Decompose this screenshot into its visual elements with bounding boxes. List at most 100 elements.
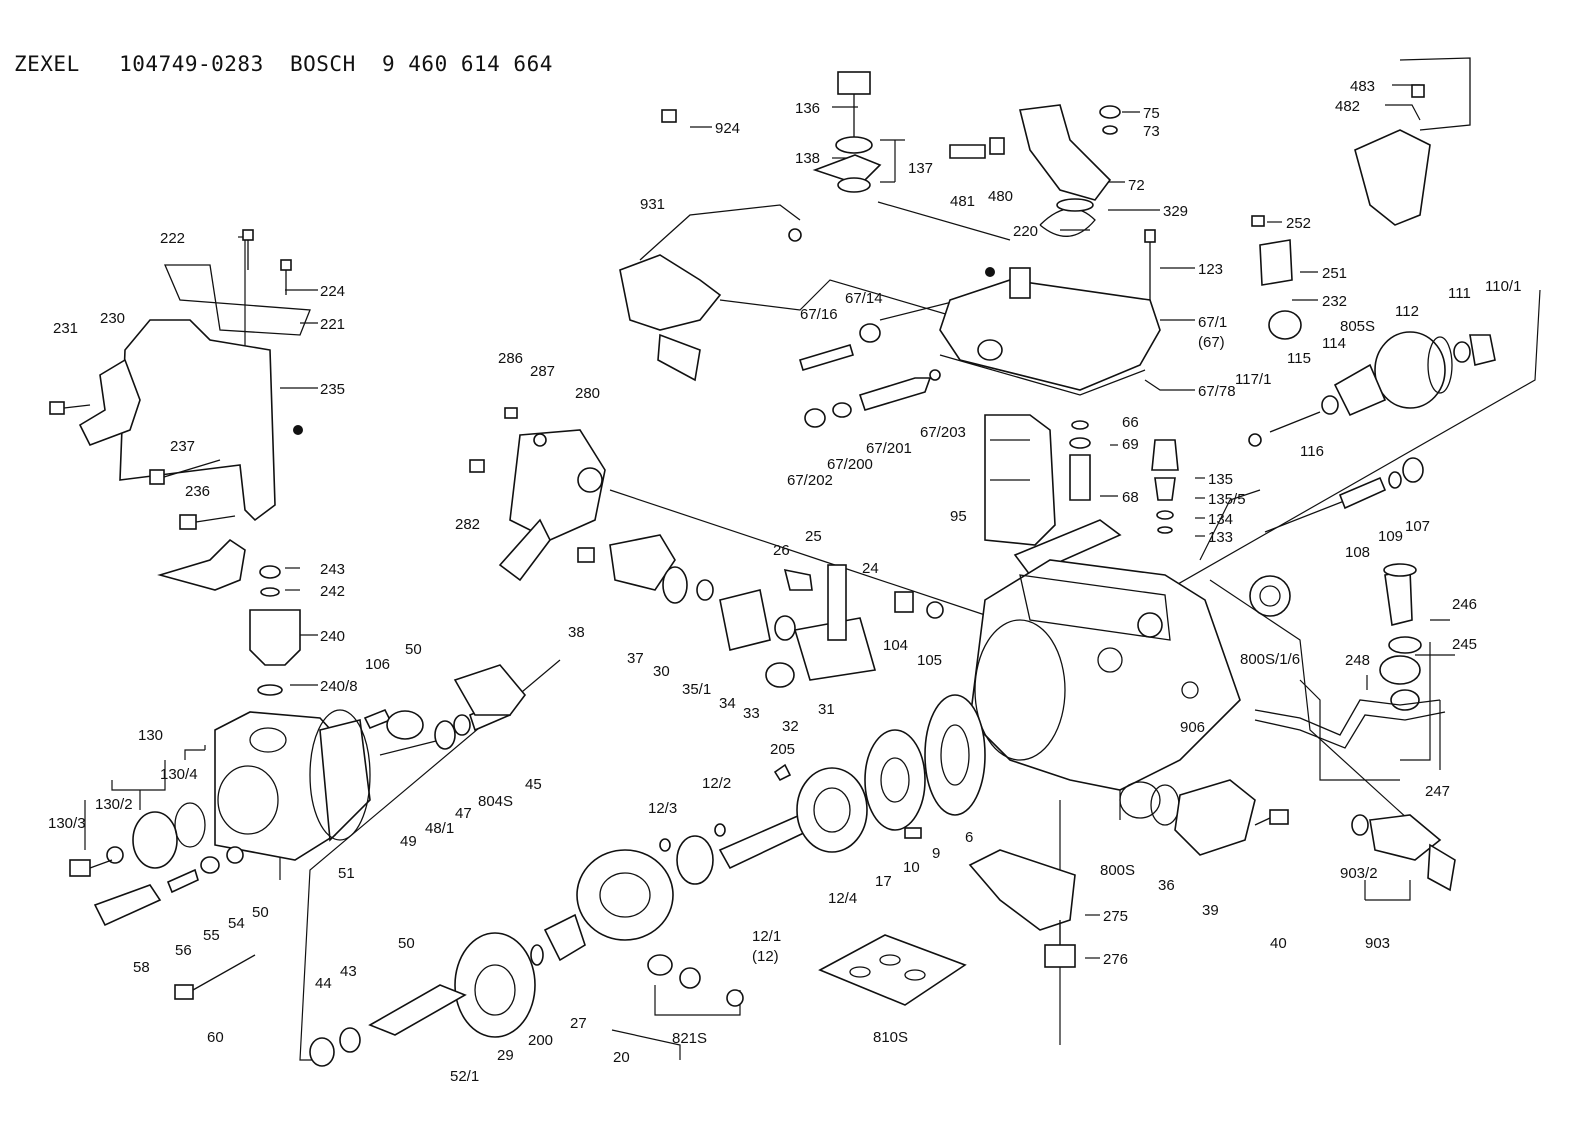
callout-136: 136 — [795, 100, 820, 117]
callout-240: 240 — [320, 628, 345, 645]
callout-135-5: 135/5 — [1208, 491, 1246, 508]
bolt-236 — [179, 514, 236, 530]
callout-248: 248 — [1345, 652, 1370, 669]
callout-20: 20 — [613, 1049, 630, 1066]
lever-72 — [1019, 104, 1112, 201]
callout-73: 73 — [1143, 123, 1160, 140]
callout-24: 24 — [862, 560, 879, 577]
callout-237: 237 — [170, 438, 195, 455]
callout-12-2: 12/2 — [702, 775, 731, 792]
callout-111: 111 — [1448, 285, 1471, 302]
callout-27: 27 — [570, 1015, 587, 1032]
callout-114: 114 — [1322, 335, 1346, 352]
callout-130-4: 130/4 — [160, 766, 198, 783]
callout-109: 109 — [1378, 528, 1403, 545]
callout-67-202: 67/202 — [787, 472, 833, 489]
callout-67-16: 67/16 — [800, 306, 838, 323]
callout-33: 33 — [743, 705, 760, 722]
lever-230 — [78, 358, 141, 447]
callout-36: 36 — [1158, 877, 1175, 894]
callout-329: 329 — [1163, 203, 1188, 220]
callout-251: 251 — [1322, 265, 1347, 282]
banjo-bolt-136 — [837, 71, 871, 95]
callout-112: 112 — [1395, 303, 1419, 320]
callout-275: 275 — [1103, 908, 1128, 925]
callout-222: 222 — [160, 230, 185, 247]
callout-280: 280 — [575, 385, 600, 402]
leader-lines — [84, 84, 1541, 1061]
callout-287: 287 — [530, 363, 555, 380]
callout-906: 906 — [1180, 719, 1205, 736]
callout-47: 47 — [455, 805, 472, 822]
gear-12-4 — [796, 767, 868, 853]
callout-138: 138 — [795, 150, 820, 167]
callout-276: 276 — [1103, 951, 1128, 968]
callout-220: 220 — [1013, 223, 1038, 240]
callout-67-201: 67/201 — [866, 440, 912, 457]
seal-kit-810S — [818, 934, 967, 1006]
callout-50-top: 50 — [405, 641, 422, 658]
callout-200: 200 — [528, 1032, 553, 1049]
callout-29: 29 — [497, 1047, 514, 1064]
callout-134: 134 — [1208, 511, 1233, 528]
callout-31: 31 — [818, 701, 835, 718]
callout-39: 39 — [1202, 902, 1219, 919]
callout-52-1: 52/1 — [450, 1068, 479, 1085]
callout-130: 130 — [138, 727, 163, 744]
callout-60: 60 — [207, 1029, 224, 1046]
callout-821S: 821S — [672, 1030, 707, 1047]
cam-disc-29 — [454, 932, 536, 1038]
callout-30: 30 — [653, 663, 670, 680]
fitting-58 — [93, 884, 162, 927]
bolt-224 — [280, 259, 292, 295]
callout-50-bottom: 50 — [398, 935, 415, 952]
bolt-231 — [49, 401, 91, 415]
callout-67-1: 67/1 — [1198, 314, 1227, 331]
callout-68: 68 — [1122, 489, 1139, 506]
callout-924: 924 — [715, 120, 740, 137]
callout-480: 480 — [988, 188, 1013, 205]
callout-95: 95 — [950, 508, 967, 525]
callout-17: 17 — [875, 873, 892, 890]
callout-800S-1-6: 800S/1/6 — [1240, 651, 1300, 668]
callout-69: 69 — [1122, 436, 1139, 453]
callout-230: 230 — [100, 310, 125, 327]
callout-240-8: 240/8 — [320, 678, 358, 695]
callout-221: 221 — [320, 316, 345, 333]
callout-245: 245 — [1452, 636, 1477, 653]
callout-67-200: 67/200 — [827, 456, 873, 473]
callout-67-78: 67/78 — [1198, 383, 1236, 400]
callout-804S: 804S — [478, 793, 513, 810]
callout-115: 115 — [1287, 350, 1311, 367]
callout-50-mid: 50 — [252, 904, 269, 921]
callout-44: 44 — [315, 975, 332, 992]
governor-cover-67 — [939, 279, 1161, 391]
callout-482: 482 — [1335, 98, 1360, 115]
callout-38: 38 — [568, 624, 585, 641]
sensor-903 — [1369, 814, 1442, 861]
pump-parts — [49, 57, 1496, 1067]
bolt-60 — [174, 984, 194, 1000]
delivery-valve-130 — [132, 811, 178, 869]
callout-49: 49 — [400, 833, 417, 850]
callout-235: 235 — [320, 381, 345, 398]
callout-903-2: 903/2 — [1340, 865, 1378, 882]
lever-assembly-280 — [509, 429, 606, 541]
callout-58: 58 — [133, 959, 150, 976]
callout-232: 232 — [1322, 293, 1347, 310]
callout-55: 55 — [203, 927, 220, 944]
callout-10: 10 — [903, 859, 920, 876]
callout-67-14: 67/14 — [845, 290, 883, 307]
callout-286: 286 — [498, 350, 523, 367]
callout-810S: 810S — [873, 1029, 908, 1046]
spring-34 — [719, 589, 771, 651]
callout-12-4: 12/4 — [828, 890, 857, 907]
callout-35-1: 35/1 — [682, 681, 711, 698]
flyweight-112 — [1374, 331, 1446, 409]
callout-137: 137 — [908, 160, 933, 177]
callout-48-1: 48/1 — [425, 820, 454, 837]
callout-12-paren: (12) — [752, 948, 779, 965]
callout-54: 54 — [228, 915, 245, 932]
callout-37: 37 — [627, 650, 644, 667]
callout-56: 56 — [175, 942, 192, 959]
